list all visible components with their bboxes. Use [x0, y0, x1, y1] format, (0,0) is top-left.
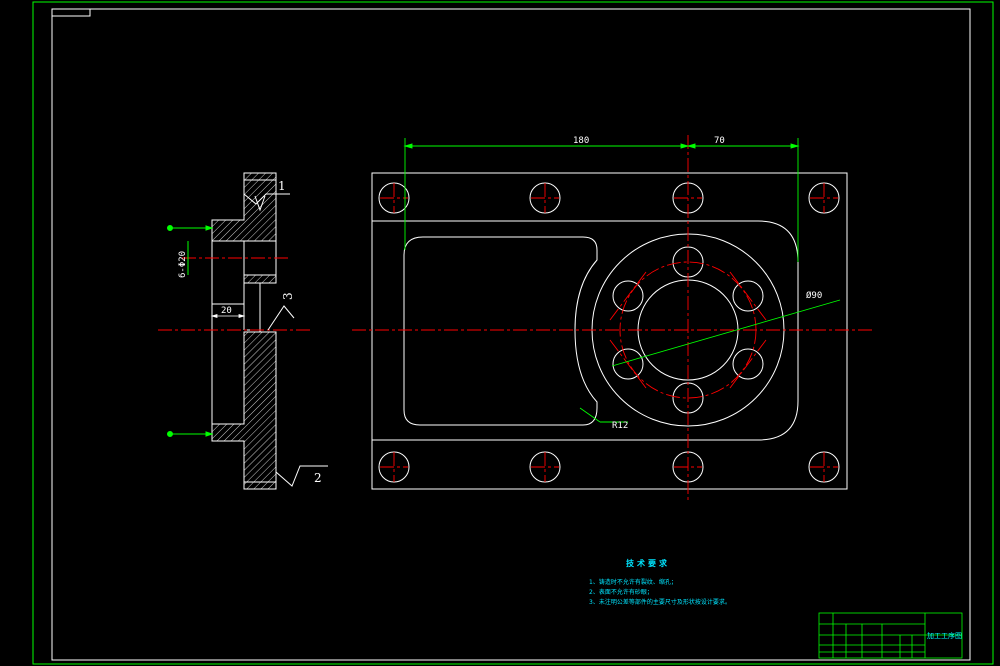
dim-70: 70 [714, 136, 725, 146]
centerlines [352, 135, 872, 503]
pocket-outline [403, 236, 598, 426]
note-2: 2、表面不允许有砂眼； [589, 588, 653, 596]
boss-outline [372, 220, 799, 441]
title-block [818, 612, 963, 659]
dim-holes: 6-Φ20 [178, 251, 188, 278]
dim-180: 180 [573, 136, 589, 146]
bolt-hole-5 [612, 348, 644, 380]
dim-dia-90: Ø90 [806, 290, 822, 301]
section-label-2: 2 [314, 471, 322, 485]
plate-outline [371, 172, 848, 490]
section-label-3: 3 [281, 292, 295, 300]
dim-20: 20 [221, 306, 232, 316]
note-1: 1、铸造时不允许有裂纹、缩孔； [589, 578, 677, 586]
notes-title: 技术要求 [626, 558, 670, 568]
section-label-1: 1 [278, 179, 286, 193]
technical-notes: 技术要求 1、铸造时不允许有裂纹、缩孔； 2、表面不允许有砂眼； 3、未注明公差… [589, 558, 731, 606]
note-3: 3、未注明公差等部件的主要尺寸及形状按设计要求。 [589, 598, 731, 606]
dimension-lines [403, 138, 841, 423]
drawing-frame [32, 1, 994, 665]
bolt-hole-6 [612, 280, 644, 312]
corner-holes [378, 182, 840, 483]
dim-r12: R12 [612, 421, 628, 431]
title-block-drawing-name: 加工工序图 [927, 631, 962, 640]
side-section-view: 20 6-Φ20 1 2 3 [158, 172, 328, 490]
bolt-hole-3 [732, 348, 764, 380]
section-hatch-bottom [211, 331, 277, 490]
locating-arrows [167, 225, 214, 437]
bolt-hole-2 [732, 280, 764, 312]
front-view: 180 70 Ø90 R12 [352, 135, 872, 503]
